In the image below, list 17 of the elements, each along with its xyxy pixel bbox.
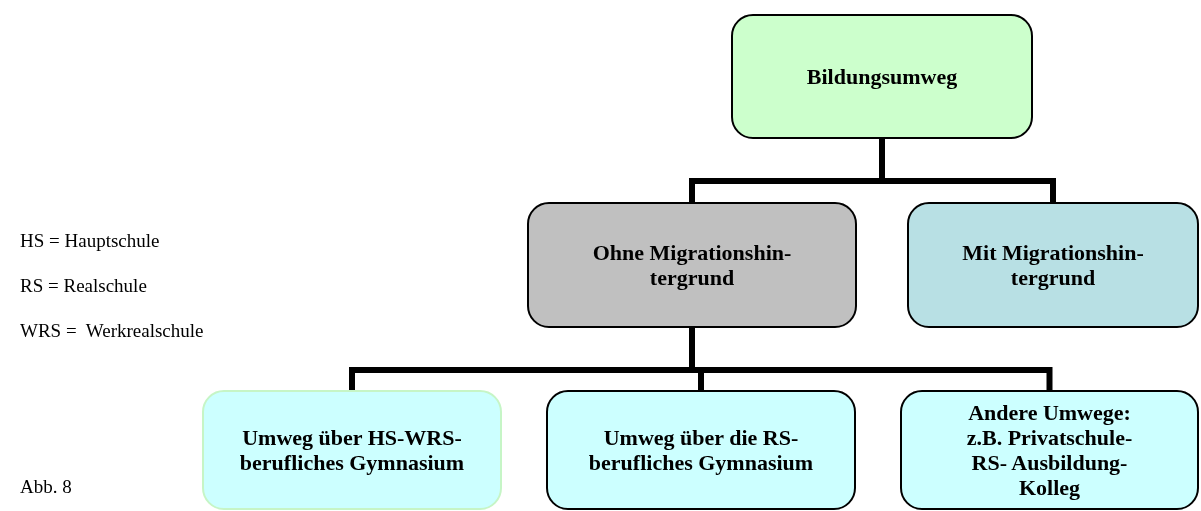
rounded-box — [731, 14, 1033, 139]
abbreviation-note: RS = Realschule — [20, 275, 147, 297]
rounded-box — [202, 390, 502, 510]
box-text: Mit Migrationshin- tergrund — [961, 240, 1145, 290]
rounded-box — [527, 202, 857, 328]
rounded-box — [546, 390, 856, 510]
rounded-box — [900, 390, 1199, 510]
abbreviation-note: HS = Hauptschule — [20, 230, 160, 252]
box-text: Umweg über HS-WRS- berufliches Gymnasium — [238, 425, 466, 475]
box-text: Umweg über die RS- berufliches Gymnasium — [587, 425, 815, 475]
box-text: Bildungsumweg — [806, 64, 958, 89]
figure-number: Abb. 8 — [20, 476, 72, 498]
abbreviation-note: WRS = Werkrealschule — [20, 320, 204, 342]
rounded-box — [907, 202, 1199, 328]
box-text: Ohne Migrationshin- tergrund — [591, 240, 793, 290]
connector-line — [879, 139, 1056, 202]
box-text: Andere Umwege: z.B. Privatschule-RS- Ausbildung-Kolleg — [965, 400, 1134, 500]
